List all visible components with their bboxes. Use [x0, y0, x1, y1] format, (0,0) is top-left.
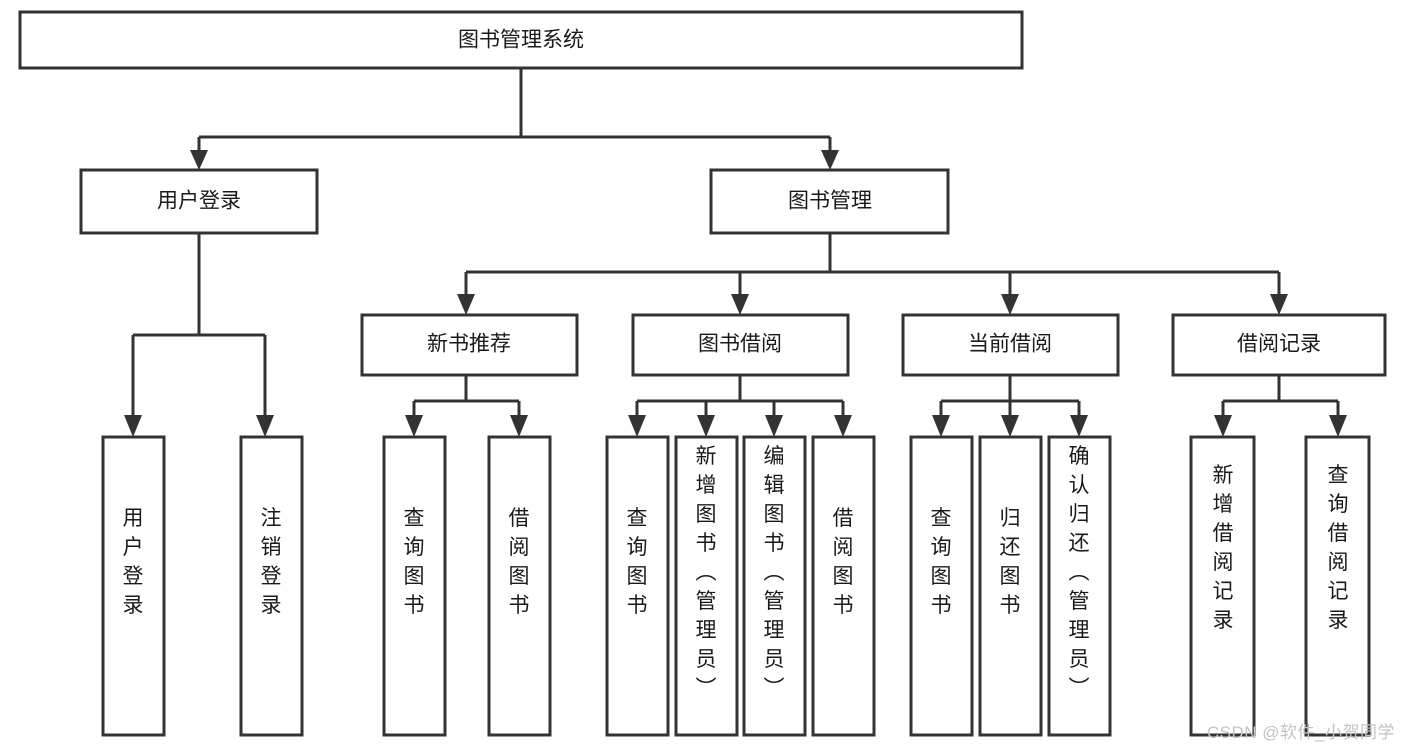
- node-user-login-label: 用户登录: [157, 190, 241, 213]
- arrow-head-book-borrow: [731, 294, 749, 315]
- node-new-book-recommend-box[interactable]: [360, 313, 579, 377]
- node-borrow-record-box[interactable]: [1171, 313, 1387, 377]
- edge-layer: [124, 68, 1347, 437]
- node-leaf-borrow-book-2[interactable]: 借阅图书: [811, 435, 876, 737]
- node-root-box[interactable]: [18, 10, 1024, 70]
- node-book-borrow[interactable]: 图书借阅: [631, 313, 850, 377]
- node-leaf-query-book-2[interactable]: 查询图书: [605, 435, 670, 737]
- arrow-head-bookmanage: [821, 150, 839, 170]
- node-current-borrow[interactable]: 当前借阅: [901, 313, 1120, 377]
- arrow-head-current-borrow: [1001, 294, 1019, 315]
- node-leaf-query-book-1-box[interactable]: [382, 435, 447, 737]
- node-leaf-borrow-book-2-box[interactable]: [811, 435, 876, 737]
- node-leaf-return-book-label: 归还图书: [1000, 507, 1021, 617]
- arrow-head-leaf-user-login: [124, 415, 142, 437]
- node-leaf-query-book-2-label: 查询图书: [627, 507, 648, 617]
- arrow-head-new-book-recommend: [457, 294, 475, 315]
- node-leaf-return-book-box[interactable]: [978, 435, 1043, 737]
- arrow-head-leaf-borrow-book-2: [834, 415, 852, 437]
- arrow-head-leaf-query-book-3: [932, 415, 950, 437]
- node-root-label: 图书管理系统: [458, 29, 584, 52]
- node-book-borrow-label: 图书借阅: [698, 333, 782, 356]
- node-leaf-query-record-label: 查询借阅记录: [1328, 464, 1349, 632]
- node-user-login-box[interactable]: [79, 168, 319, 235]
- node-leaf-confirm-return-label: 确认归还︵管理员︶: [1069, 445, 1090, 700]
- node-root[interactable]: 图书管理系统: [18, 10, 1024, 70]
- node-leaf-borrow-book-1-label: 借阅图书: [509, 507, 530, 617]
- arrow-head-leaf-add-book: [697, 415, 715, 437]
- node-borrow-record-label: 借阅记录: [1237, 333, 1321, 356]
- node-book-manage[interactable]: 图书管理: [709, 168, 950, 235]
- node-leaf-borrow-book-1-box[interactable]: [487, 435, 552, 737]
- node-leaf-return-book[interactable]: 归还图书: [978, 435, 1043, 737]
- node-leaf-add-book[interactable]: 新增图书︵管理员︶: [674, 435, 739, 737]
- arrow-head-leaf-borrow-book-1: [510, 415, 528, 437]
- node-leaf-query-record-box[interactable]: [1304, 435, 1371, 737]
- node-new-book-recommend-label: 新书推荐: [427, 333, 511, 356]
- arrow-head-leaf-logout: [256, 415, 274, 437]
- node-leaf-query-book-1[interactable]: 查询图书: [382, 435, 447, 737]
- node-leaf-confirm-return-box[interactable]: [1047, 435, 1112, 737]
- node-leaf-borrow-book-1[interactable]: 借阅图书: [487, 435, 552, 737]
- arrow-head-borrow-record: [1270, 294, 1288, 315]
- node-leaf-add-record-box[interactable]: [1189, 435, 1256, 737]
- node-leaf-add-book-box[interactable]: [674, 435, 739, 737]
- node-leaf-query-book-3-box[interactable]: [909, 435, 974, 737]
- node-leaf-logout-box[interactable]: [239, 435, 304, 737]
- arrow-head-userlogin: [190, 150, 208, 170]
- node-leaf-logout-label: 注销登录: [261, 507, 282, 617]
- node-leaf-edit-book-label: 编辑图书︵管理员︶: [764, 445, 785, 700]
- node-leaf-borrow-book-2-label: 借阅图书: [833, 507, 854, 617]
- node-leaf-add-book-label: 新增图书︵管理员︶: [696, 445, 717, 700]
- node-leaf-query-book-2-box[interactable]: [605, 435, 670, 737]
- node-leaf-logout[interactable]: 注销登录: [239, 435, 304, 737]
- node-leaf-edit-book-box[interactable]: [742, 435, 807, 737]
- arrow-head-leaf-query-book-1: [405, 415, 423, 437]
- node-book-manage-label: 图书管理: [788, 190, 872, 213]
- node-leaf-user-login-label: 用户登录: [123, 507, 144, 617]
- node-current-borrow-label: 当前借阅: [968, 333, 1052, 356]
- arrow-head-leaf-return-book: [1001, 415, 1019, 437]
- arrow-head-leaf-query-record: [1329, 415, 1347, 437]
- node-user-login[interactable]: 用户登录: [79, 168, 319, 235]
- node-leaf-user-login[interactable]: 用户登录: [101, 435, 166, 737]
- node-borrow-record[interactable]: 借阅记录: [1171, 313, 1387, 377]
- node-leaf-edit-book[interactable]: 编辑图书︵管理员︶: [742, 435, 807, 737]
- node-leaf-query-book-3[interactable]: 查询图书: [909, 435, 974, 737]
- arrow-head-leaf-add-record: [1214, 415, 1232, 437]
- arrow-head-leaf-query-book-2: [628, 415, 646, 437]
- node-leaf-add-record-label: 新增借阅记录: [1213, 464, 1234, 632]
- node-new-book-recommend[interactable]: 新书推荐: [360, 313, 579, 377]
- node-leaf-query-book-1-label: 查询图书: [404, 507, 425, 617]
- node-book-manage-box[interactable]: [709, 168, 950, 235]
- node-book-borrow-box[interactable]: [631, 313, 850, 377]
- node-leaf-add-record[interactable]: 新增借阅记录: [1189, 435, 1256, 737]
- node-leaf-query-record[interactable]: 查询借阅记录: [1304, 435, 1371, 737]
- node-leaf-user-login-box[interactable]: [101, 435, 166, 737]
- node-leaf-query-book-3-label: 查询图书: [931, 507, 952, 617]
- node-current-borrow-box[interactable]: [901, 313, 1120, 377]
- arrow-head-leaf-edit-book: [765, 415, 783, 437]
- arrow-head-leaf-confirm-return: [1070, 415, 1088, 437]
- node-leaf-confirm-return[interactable]: 确认归还︵管理员︶: [1047, 435, 1112, 737]
